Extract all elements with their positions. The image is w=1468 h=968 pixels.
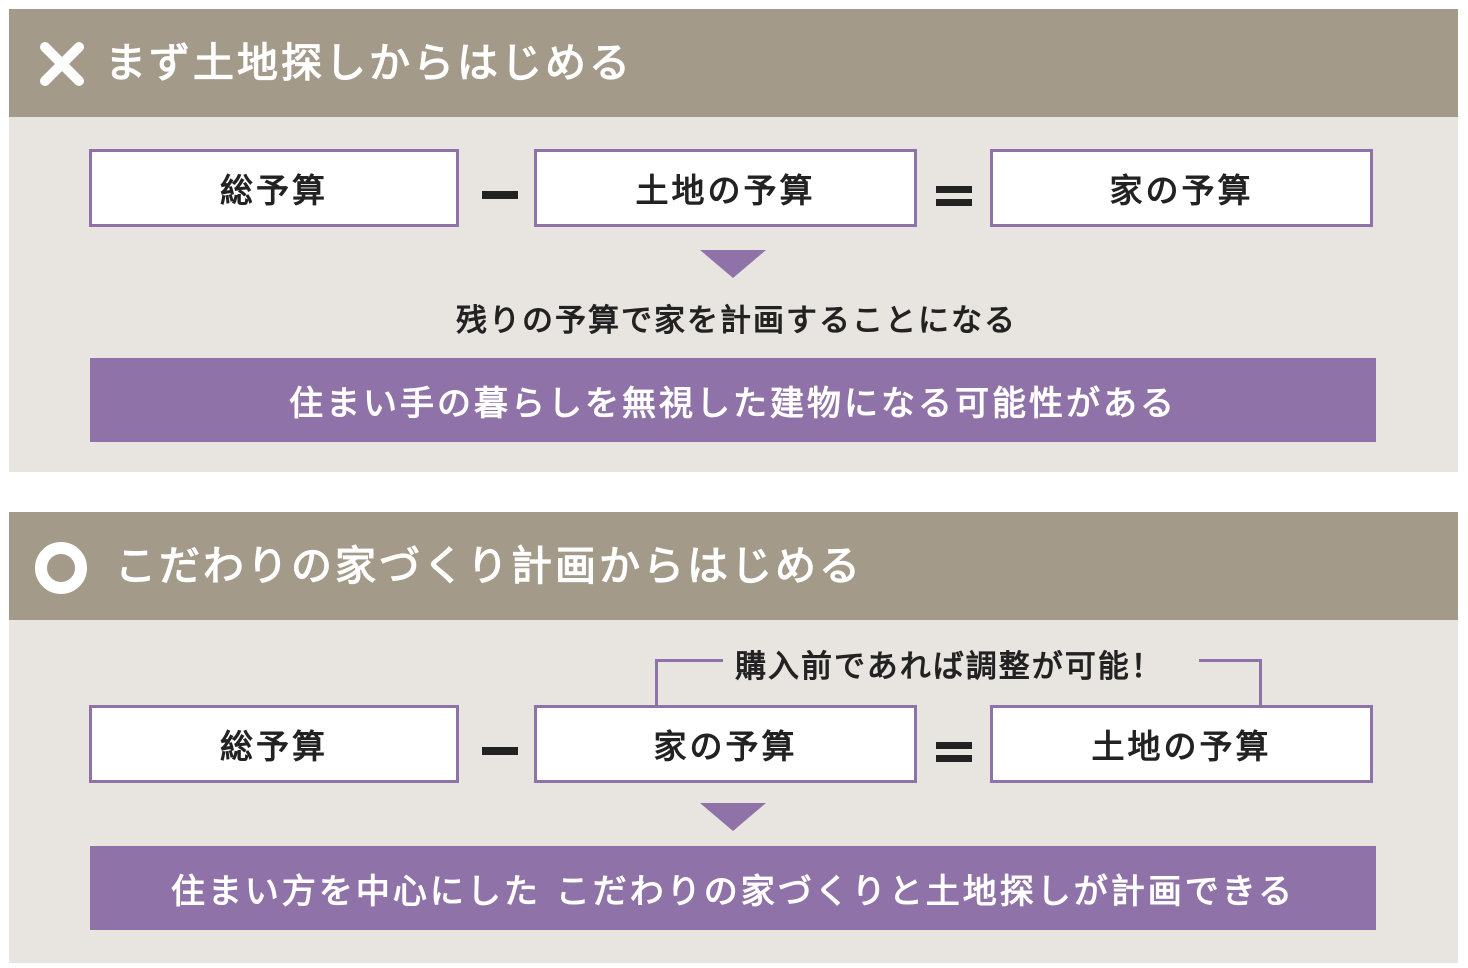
land-budget-box: 土地の予算 <box>990 705 1373 783</box>
cross-icon <box>40 42 84 86</box>
total-budget-box: 総予算 <box>89 149 459 227</box>
equals-sign-bottom <box>936 199 972 206</box>
remaining-budget-note: 残りの予算で家を計画することになる <box>456 303 1017 339</box>
bracket-right-horizontal <box>1199 659 1262 662</box>
total-budget-box: 総予算 <box>89 705 459 783</box>
good-result-banner: 住まい方を中心にした こだわりの家づくりと土地探しが計画できる <box>90 846 1376 930</box>
bad-approach-title: まず土地探しからはじめる <box>105 39 633 87</box>
bracket-left-horizontal <box>655 659 723 662</box>
equals-sign-bottom <box>936 755 972 762</box>
down-arrow <box>700 803 766 831</box>
equals-sign-top <box>936 742 972 749</box>
good-approach-panel: こだわりの家づくり計画からはじめる 購入前であれば調整が可能！ 総予算 家の予算… <box>9 512 1458 963</box>
circle-icon <box>35 542 87 594</box>
house-budget-box: 家の予算 <box>990 149 1373 227</box>
minus-sign <box>482 747 518 755</box>
house-budget-box: 家の予算 <box>534 705 917 783</box>
minus-sign <box>482 191 518 199</box>
land-budget-box: 土地の予算 <box>534 149 917 227</box>
bracket-right-vertical <box>1259 659 1262 707</box>
bad-approach-panel: まず土地探しからはじめる 総予算 土地の予算 家の予算 残りの予算で家を計画する… <box>9 9 1458 472</box>
adjustable-note: 購入前であれば調整が可能！ <box>735 649 1164 685</box>
down-arrow <box>700 250 766 278</box>
bracket-left-vertical <box>655 659 658 707</box>
good-approach-title: こだわりの家づくり計画からはじめる <box>115 542 863 590</box>
equals-sign-top <box>936 186 972 193</box>
bad-approach-header: まず土地探しからはじめる <box>9 9 1458 117</box>
good-approach-header: こだわりの家づくり計画からはじめる <box>9 512 1458 620</box>
bad-result-banner: 住まい手の暮らしを無視した建物になる可能性がある <box>90 358 1376 442</box>
